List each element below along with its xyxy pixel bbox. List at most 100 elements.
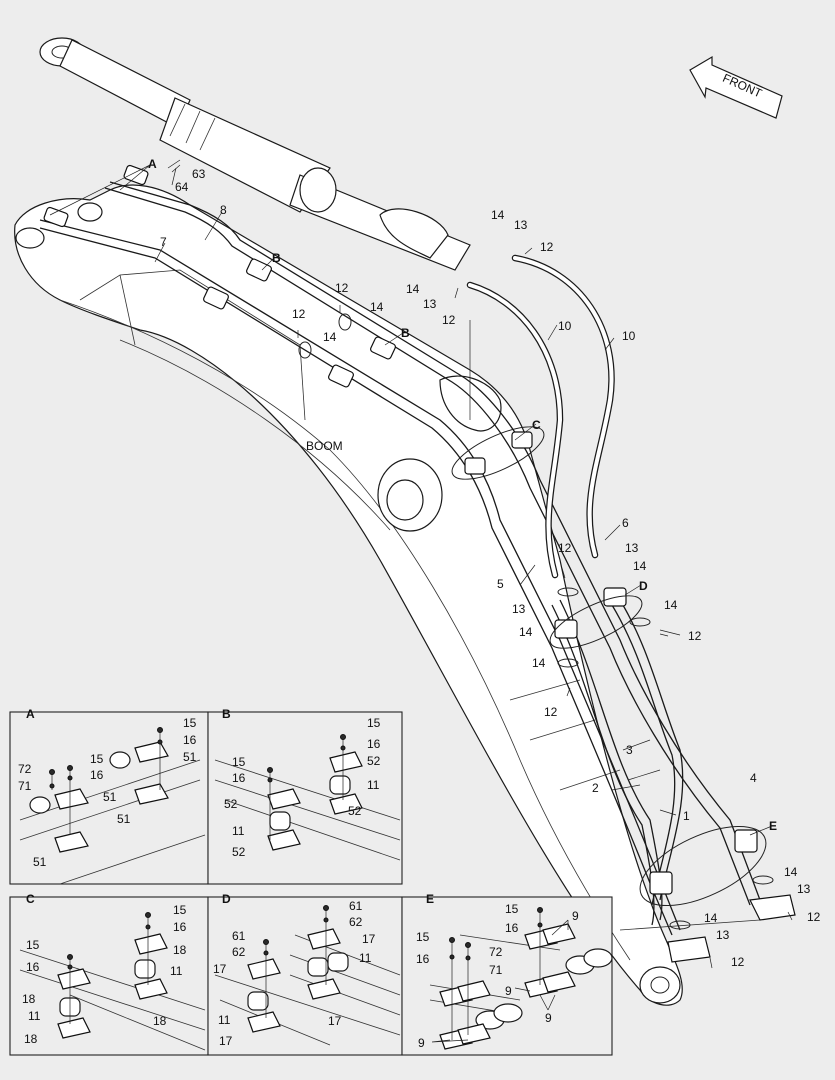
panel-c-title: C	[26, 892, 35, 906]
callout-14: 14	[704, 911, 718, 925]
panel-c-label: 15	[26, 938, 40, 952]
callout-14: 14	[784, 865, 798, 879]
panel-b-label: 16	[367, 737, 381, 751]
panel-b-label: 16	[232, 771, 246, 785]
detail-marker-e: E	[769, 819, 777, 833]
callout-8: 8	[220, 203, 227, 217]
callout-14: 14	[519, 625, 533, 639]
callout-4: 4	[750, 771, 757, 785]
panel-c-label: 18	[173, 943, 187, 957]
panel-e-label: 16	[416, 952, 430, 966]
panel-b-label: 52	[232, 845, 246, 859]
callout-12: 12	[335, 281, 349, 295]
panel-e-label: 9	[505, 984, 512, 998]
panel-b-label: 15	[367, 716, 381, 730]
main-leaders	[49, 159, 773, 836]
panel-a-label: 51	[117, 812, 131, 826]
front-arrow: FRONT	[689, 55, 783, 119]
panel-d-label: 61	[349, 899, 363, 913]
detail-marker-c: C	[532, 418, 541, 432]
panel-e-label: 16	[505, 921, 519, 935]
callout-12: 12	[558, 541, 572, 555]
callout-13: 13	[512, 602, 526, 616]
panel-a-label: 15	[90, 752, 104, 766]
panel-a-label: 71	[18, 779, 32, 793]
panel-e-label: 9	[572, 909, 579, 923]
panel-d-label: 17	[219, 1034, 233, 1048]
panel-d-label: 17	[362, 932, 376, 946]
callout-6: 6	[622, 516, 629, 530]
panel-d-title: D	[222, 892, 231, 906]
panel-a-label: 51	[103, 790, 117, 804]
callout-14: 14	[532, 656, 546, 670]
panel-c-label: 18	[22, 992, 36, 1006]
detail-panel-d: D 61 62 17 61 62 11 17 11 17 17	[207, 892, 403, 1056]
panel-b-label: 52	[224, 797, 238, 811]
panel-d-label: 62	[232, 945, 246, 959]
callout-13: 13	[716, 928, 730, 942]
panel-c-label: 18	[24, 1032, 38, 1046]
detail-panel-c: C 15 16 18 11 15 16 18 11 18 18	[9, 892, 209, 1056]
panel-a-label: 51	[33, 855, 47, 869]
panel-b-label: 11	[367, 778, 380, 792]
panel-e-title: E	[426, 892, 434, 906]
callout-12: 12	[688, 629, 702, 643]
detail-panel-e: E 15 16 9 15 72 16 71 9 9 9	[401, 892, 613, 1056]
panel-d-label: 61	[232, 929, 246, 943]
callout-63: 63	[192, 167, 206, 181]
callout-14: 14	[323, 330, 337, 344]
panel-e-label: 15	[505, 902, 519, 916]
panel-a-label: 15	[183, 716, 197, 730]
detail-marker-b2: B	[401, 326, 410, 340]
panel-c-label: 18	[153, 1014, 167, 1028]
panel-e-label: 15	[416, 930, 430, 944]
callout-13: 13	[625, 541, 639, 555]
callout-64: 64	[175, 180, 189, 194]
callout-12: 12	[544, 705, 558, 719]
callout-12: 12	[540, 240, 554, 254]
panel-b-label: 52	[367, 754, 381, 768]
panel-a-title: A	[26, 707, 35, 721]
panel-a-label: 51	[183, 750, 197, 764]
panel-d-label: 11	[359, 951, 372, 965]
detail-marker-a: A	[148, 157, 157, 171]
panel-a-label: 16	[183, 733, 197, 747]
callout-14: 14	[633, 559, 647, 573]
panel-b-label: 52	[348, 804, 362, 818]
main-callouts: 63 64 8 7 14 13 12 14 13 12 10 10 12 14 …	[160, 167, 821, 969]
panel-e-label: 71	[489, 963, 503, 977]
panel-e-label: 72	[489, 945, 503, 959]
callout-10: 10	[622, 329, 636, 343]
panel-d-label: 11	[218, 1013, 231, 1027]
detail-panel-a: A 15 16 51 72 15 16 71 51 51 51	[9, 707, 209, 885]
callout-13: 13	[514, 218, 528, 232]
panel-d-label: 17	[328, 1014, 342, 1028]
callout-13: 13	[423, 297, 437, 311]
panel-b-label: 11	[232, 824, 245, 838]
callout-10: 10	[558, 319, 572, 333]
detail-panel-b: B 15 16 52 15 16 11 52 52 11 52	[207, 707, 403, 885]
detail-marker-d: D	[639, 579, 648, 593]
detail-marker-b1: B	[272, 251, 281, 265]
panel-b-title: B	[222, 707, 231, 721]
panel-c-label: 11	[28, 1009, 41, 1023]
pipes	[39, 181, 761, 936]
panel-c-label: 16	[26, 960, 40, 974]
panel-c-label: 15	[173, 903, 187, 917]
clamps	[43, 164, 796, 969]
panel-a-label: 16	[90, 768, 104, 782]
callout-7: 7	[160, 235, 167, 249]
callout-1: 1	[683, 809, 690, 823]
boom-label: BOOM	[306, 439, 343, 453]
panel-a-label: 72	[18, 762, 32, 776]
callout-12: 12	[442, 313, 456, 327]
callout-12: 12	[807, 910, 821, 924]
callout-14: 14	[491, 208, 505, 222]
callout-12: 12	[731, 955, 745, 969]
panel-e-label: 9	[418, 1036, 425, 1050]
callout-3: 3	[626, 743, 633, 757]
boom-cylinder	[39, 37, 471, 271]
boom-structure	[14, 184, 761, 1006]
panel-d-label: 17	[213, 962, 227, 976]
